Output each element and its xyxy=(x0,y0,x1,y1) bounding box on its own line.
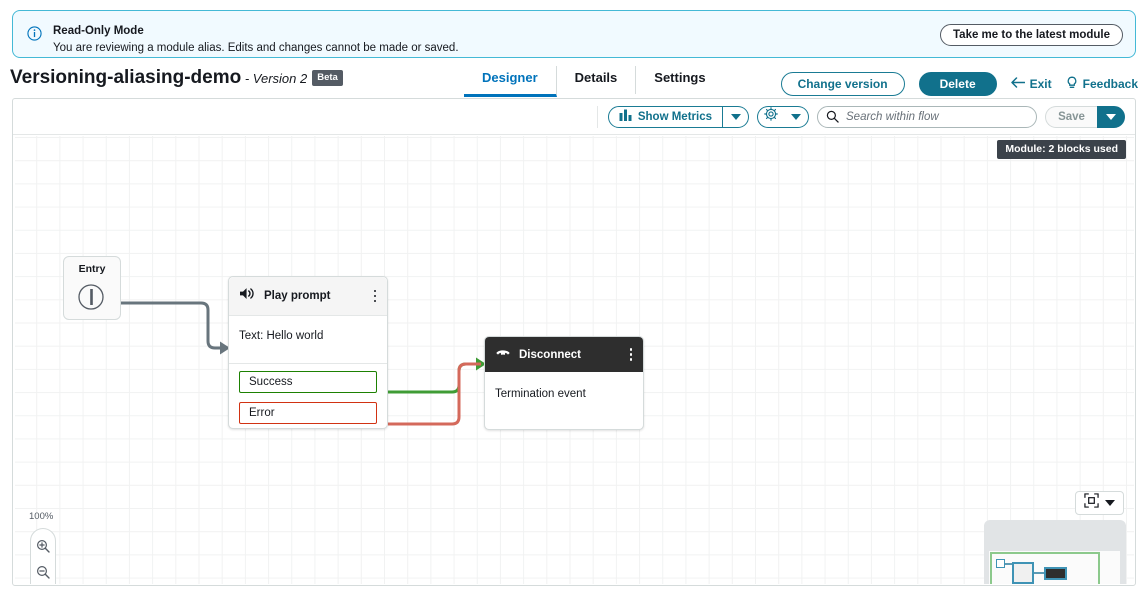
feedback-button[interactable]: Feedback xyxy=(1066,76,1138,93)
minimap-edge xyxy=(1033,572,1045,574)
search-within-flow xyxy=(817,105,1037,128)
block-usage-badge: Module: 2 blocks used xyxy=(997,140,1126,159)
node-play-prompt-body: Text: Hello world xyxy=(229,316,387,364)
save-group: Save xyxy=(1045,105,1125,128)
toolbar-divider xyxy=(596,105,598,128)
feedback-label: Feedback xyxy=(1082,77,1138,91)
node-disconnect[interactable]: Disconnect Termination event xyxy=(484,336,644,430)
minimap[interactable] xyxy=(984,520,1126,584)
canvas-toolbar: Show Metrics xyxy=(13,99,1135,135)
show-metrics-button[interactable]: Show Metrics xyxy=(607,105,723,128)
zoom-controls xyxy=(30,528,56,584)
chevron-down-icon xyxy=(790,113,801,120)
zoom-out-button[interactable] xyxy=(31,559,55,584)
page-title: Versioning-aliasing-demo - Version 2 Beta xyxy=(10,67,343,89)
node-entry[interactable]: Entry xyxy=(63,256,121,320)
beta-badge: Beta xyxy=(312,70,343,86)
info-circle-icon xyxy=(27,26,42,41)
chart-bar-icon xyxy=(619,109,632,124)
show-metrics-label: Show Metrics xyxy=(637,110,712,123)
exit-button[interactable]: Exit xyxy=(1010,77,1052,91)
minimap-node-entry xyxy=(996,559,1005,568)
banner-title: Read-Only Mode xyxy=(53,25,144,37)
header-actions: Change version Delete Exit Feedback xyxy=(780,72,1138,96)
node-disconnect-menu-icon[interactable] xyxy=(627,345,636,364)
search-input[interactable] xyxy=(817,105,1037,128)
zoom-in-button[interactable] xyxy=(31,533,55,559)
banner-subtitle: You are reviewing a module alias. Edits … xyxy=(53,42,459,54)
tab-details[interactable]: Details xyxy=(557,66,637,94)
chevron-down-icon xyxy=(1106,113,1116,120)
fit-screen-icon xyxy=(1084,493,1099,513)
show-metrics-dropdown-button[interactable] xyxy=(723,105,749,128)
flow-canvas[interactable]: Module: 2 blocks used Entry xyxy=(15,136,1134,584)
node-disconnect-header: Disconnect xyxy=(485,337,643,372)
node-play-prompt-header: Play prompt xyxy=(229,277,387,316)
exit-label: Exit xyxy=(1029,77,1052,91)
node-play-prompt[interactable]: Play prompt Text: Hello world Success Er… xyxy=(228,276,388,429)
save-button[interactable]: Save xyxy=(1045,105,1097,128)
search-icon xyxy=(826,110,839,128)
tab-settings[interactable]: Settings xyxy=(654,70,706,85)
node-play-prompt-title: Play prompt xyxy=(264,290,331,302)
chevron-down-icon xyxy=(1105,500,1115,506)
designer-panel: Show Metrics xyxy=(12,98,1136,586)
flow-settings-group xyxy=(757,105,809,128)
speaker-icon xyxy=(239,286,256,306)
node-disconnect-body: Termination event xyxy=(495,388,586,400)
node-play-prompt-menu-icon[interactable] xyxy=(371,287,380,306)
node-disconnect-title: Disconnect xyxy=(519,348,581,361)
node-port-success[interactable]: Success xyxy=(239,371,377,393)
zoom-out-icon xyxy=(36,565,50,579)
lightbulb-icon xyxy=(1066,76,1078,93)
tab-designer[interactable]: Designer xyxy=(464,66,557,97)
page-title-text: Versioning-aliasing-demo xyxy=(10,67,242,88)
change-version-button[interactable]: Change version xyxy=(780,72,905,96)
flow-settings-dropdown-button[interactable] xyxy=(783,105,809,128)
read-only-banner: Read-Only Mode You are reviewing a modul… xyxy=(12,10,1136,58)
page-title-version: - Version 2 xyxy=(244,71,308,86)
zoom-in-icon xyxy=(36,539,50,553)
minimap-node-play-prompt xyxy=(1012,562,1034,584)
zoom-level-label: 100% xyxy=(29,511,54,522)
entry-label: Entry xyxy=(78,263,106,275)
tab-bar: Designer Details Settings xyxy=(464,66,724,97)
arrow-left-icon xyxy=(1010,77,1025,91)
phone-hangup-icon xyxy=(495,345,511,364)
show-metrics-group: Show Metrics xyxy=(607,105,749,128)
chevron-down-icon xyxy=(730,113,741,120)
take-me-to-latest-module-button[interactable]: Take me to the latest module xyxy=(940,24,1123,46)
fit-to-screen-button[interactable] xyxy=(1075,491,1124,515)
gear-icon-button[interactable] xyxy=(757,105,783,128)
save-dropdown-button[interactable] xyxy=(1097,105,1125,128)
minimap-content xyxy=(989,551,1120,584)
minimap-node-disconnect xyxy=(1044,567,1067,580)
delete-button[interactable]: Delete xyxy=(918,72,997,96)
node-port-error[interactable]: Error xyxy=(239,402,377,424)
gear-icon xyxy=(763,107,778,126)
entry-output-port-icon xyxy=(75,282,111,317)
minimap-edge xyxy=(1004,563,1013,565)
